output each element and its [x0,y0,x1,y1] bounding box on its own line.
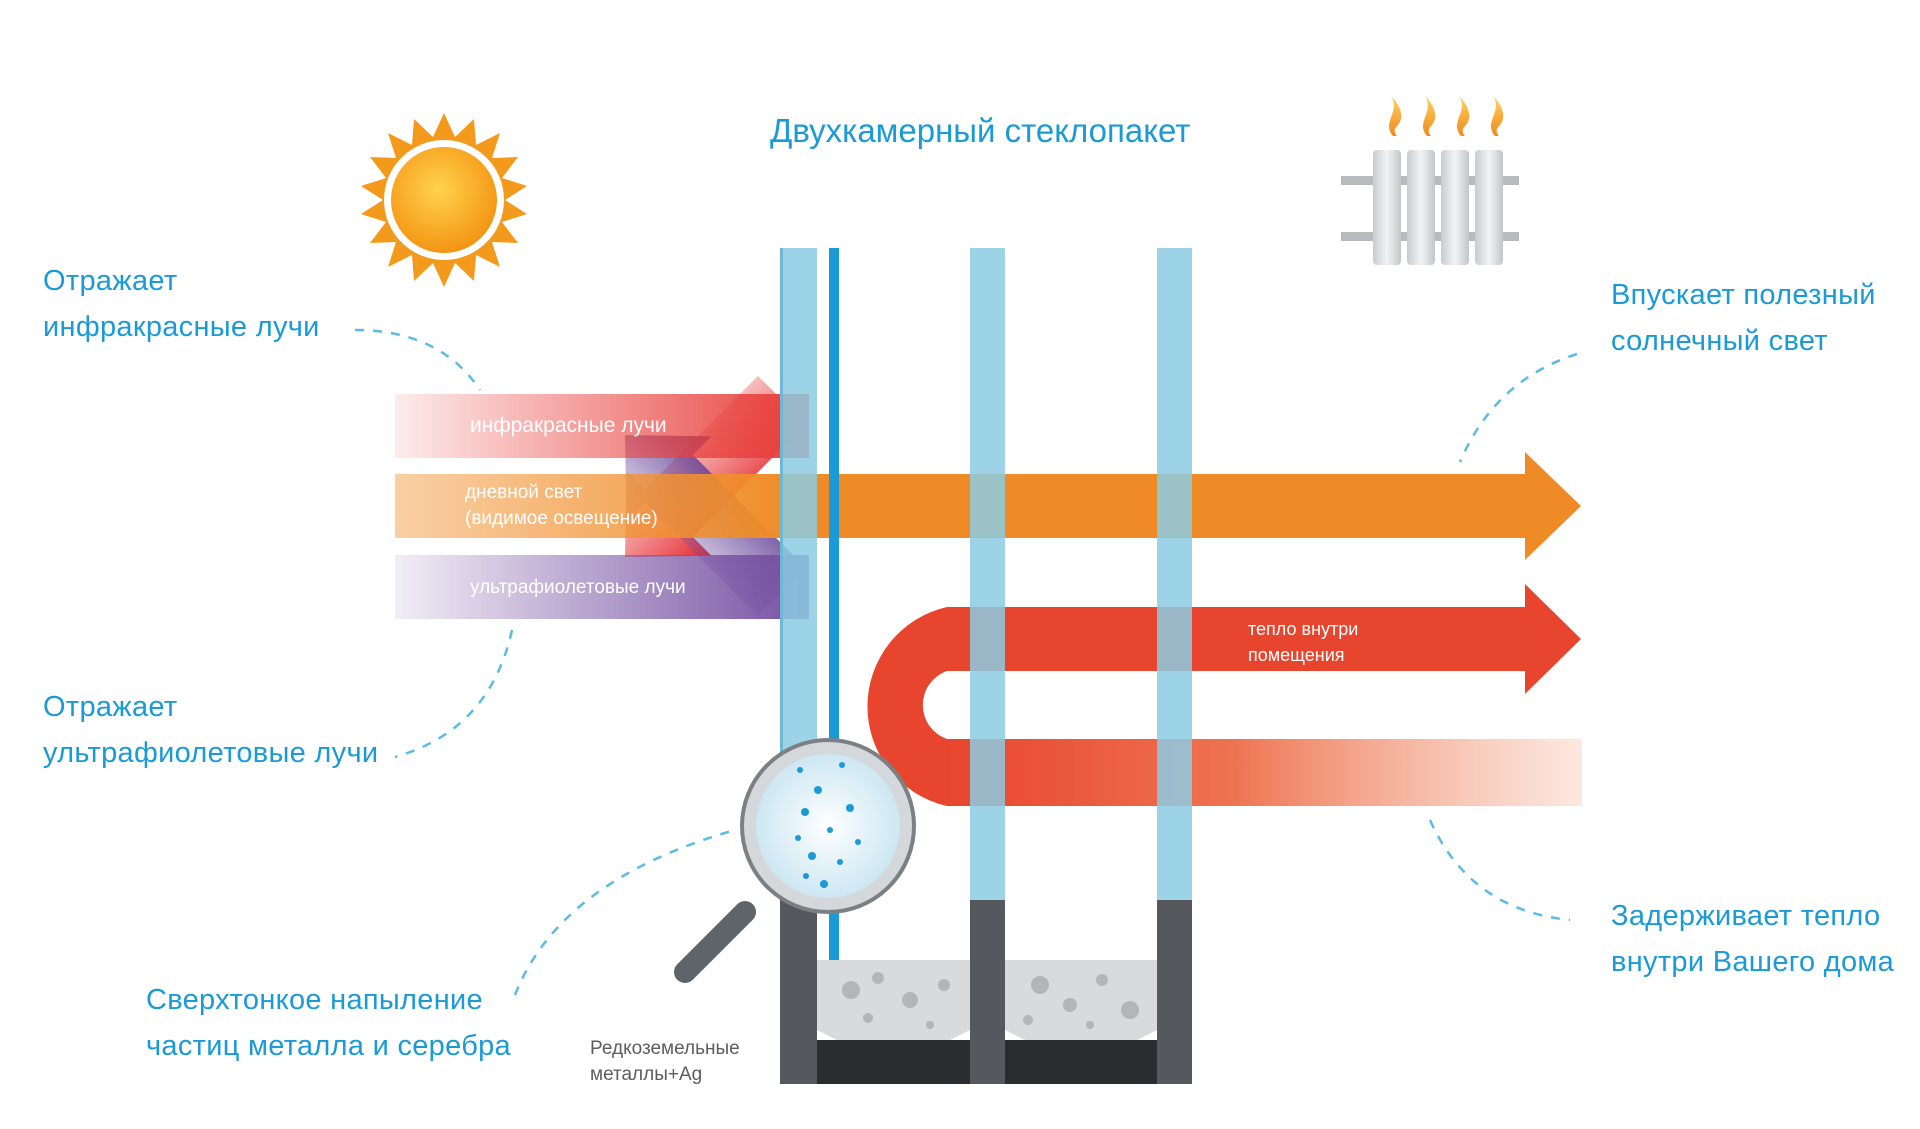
desiccant-fill [817,960,1157,1040]
heat-band-label: тепло внутри помещения [1248,619,1359,665]
infrared-band [395,394,809,458]
ultraviolet-band-label: ультрафиолетовые лучи [470,577,686,598]
magnifier-icon [674,738,916,983]
leader-lines [354,328,1578,996]
page-title: Двухкамерный стеклопакет [770,112,1191,149]
label-reflects-infrared: Отражает инфракрасные лучи [43,265,320,343]
spacer-frame [780,900,1192,1084]
rare-earth-note: Редкоземельные металлы+Ag [590,1038,740,1085]
daylight-arrow [395,452,1581,560]
low-e-coating [829,248,839,960]
label-reflects-ultraviolet: Отражает ультрафиолетовые лучи [43,691,379,769]
label-admits-sunlight: Впускает полезный солнечный свет [1611,279,1876,357]
ultraviolet-band [395,555,809,619]
label-retains-heat: Задерживает тепло внутри Вашего дома [1611,900,1895,978]
radiator-icon [1341,96,1519,265]
label-metal-coating: Сверхтонкое напыление частиц металла и с… [146,984,511,1062]
sun-icon [361,113,527,287]
heat-wave-icon [1389,96,1504,136]
heat-arrow [867,584,1582,806]
infrared-band-label: инфракрасные лучи [470,414,667,437]
daylight-band-label: дневной свет (видимое освещение) [465,482,658,529]
